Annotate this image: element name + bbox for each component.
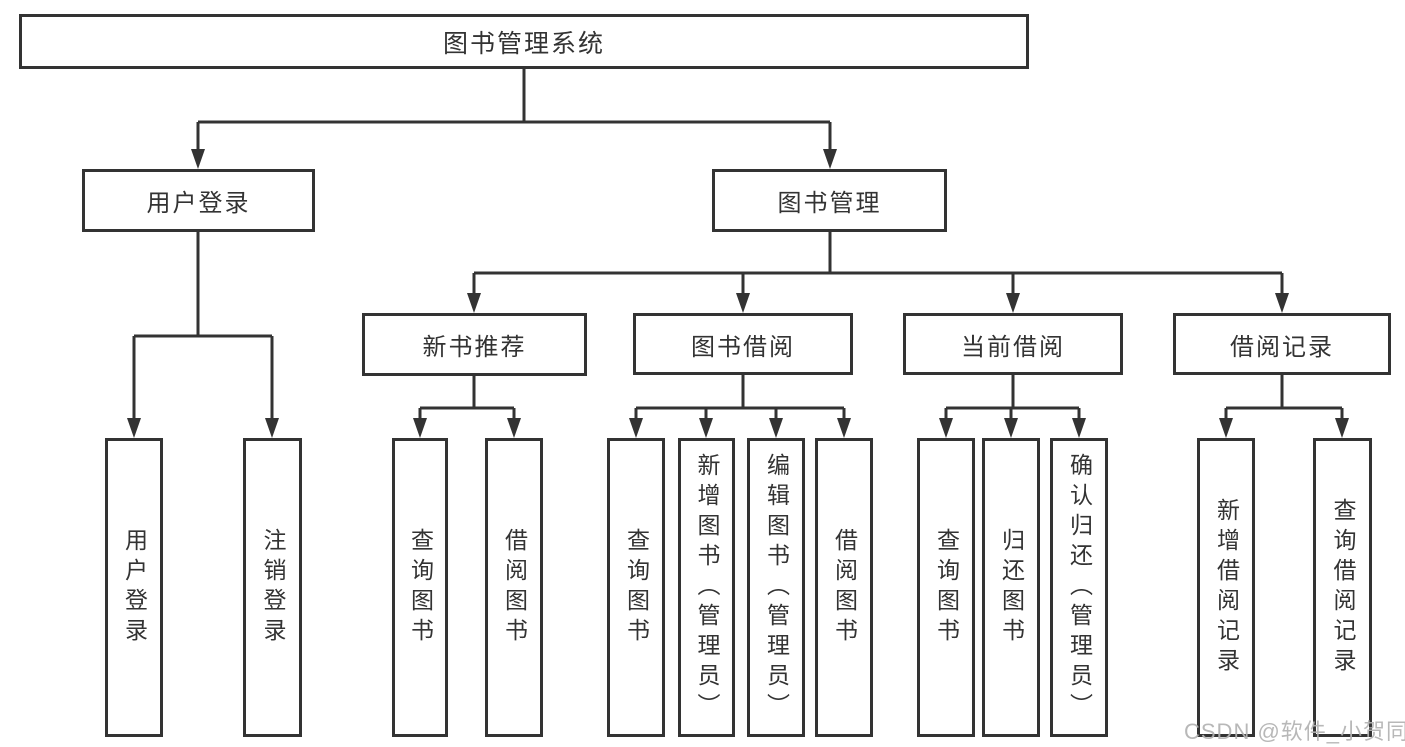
csdn-watermark: CSDN @软件_小贺同学 — [1184, 719, 1405, 744]
node-leaf-logout-label: 注销登录 — [260, 527, 286, 648]
node-leaf-query-book-1-label: 查询图书 — [407, 527, 434, 648]
node-leaf-add-book-admin-label: 新增图书（管理员） — [694, 452, 720, 723]
node-leaf-add-borrow-record-label: 新增借阅记录 — [1213, 497, 1240, 678]
node-leaf-borrow-book-1-label: 借阅图书 — [501, 527, 528, 648]
node-root: 图书管理系统 — [19, 14, 1029, 69]
node-leaf-query-borrow-record: 查询借阅记录 — [1313, 438, 1372, 737]
node-leaf-query-book-1: 查询图书 — [392, 438, 448, 737]
node-current-borrowing-label: 当前借阅 — [961, 333, 1065, 361]
node-leaf-borrow-book-2: 借阅图书 — [815, 438, 873, 737]
node-new-book-recommend-label: 新书推荐 — [422, 334, 527, 361]
node-leaf-query-book-2-label: 查询图书 — [623, 527, 650, 648]
node-leaf-add-book-admin: 新增图书（管理员） — [678, 438, 735, 737]
node-user-login: 用户登录 — [82, 169, 315, 232]
node-root-label: 图书管理系统 — [442, 29, 605, 58]
node-book-management-label: 图书管理 — [777, 190, 882, 217]
node-borrowing-records-label: 借阅记录 — [1230, 333, 1334, 361]
node-leaf-edit-book-admin: 编辑图书（管理员） — [747, 438, 805, 737]
node-leaf-user-login-label: 用户登录 — [121, 527, 148, 648]
node-current-borrowing: 当前借阅 — [903, 313, 1123, 375]
node-new-book-recommend: 新书推荐 — [362, 313, 587, 376]
node-leaf-logout: 注销登录 — [243, 438, 302, 737]
node-leaf-borrow-book-1: 借阅图书 — [485, 438, 543, 737]
node-user-login-label: 用户登录 — [146, 190, 251, 217]
node-book-borrowing-label: 图书借阅 — [691, 333, 795, 361]
node-leaf-user-login: 用户登录 — [105, 438, 163, 737]
node-leaf-query-book-3-label: 查询图书 — [933, 527, 960, 648]
node-leaf-confirm-return-admin-label: 确认归还（管理员） — [1066, 452, 1093, 723]
node-leaf-edit-book-admin-label: 编辑图书（管理员） — [763, 452, 790, 723]
node-leaf-query-book-3: 查询图书 — [917, 438, 975, 737]
node-leaf-borrow-book-2-label: 借阅图书 — [831, 527, 858, 648]
node-leaf-add-borrow-record: 新增借阅记录 — [1197, 438, 1255, 737]
node-leaf-query-book-2: 查询图书 — [607, 438, 665, 737]
node-leaf-return-book: 归还图书 — [982, 438, 1040, 737]
node-leaf-confirm-return-admin: 确认归还（管理员） — [1050, 438, 1108, 737]
node-book-borrowing: 图书借阅 — [633, 313, 853, 375]
node-leaf-query-borrow-record-label: 查询借阅记录 — [1330, 497, 1356, 678]
node-borrowing-records: 借阅记录 — [1173, 313, 1391, 375]
node-book-management: 图书管理 — [712, 169, 947, 232]
node-leaf-return-book-label: 归还图书 — [998, 527, 1025, 648]
